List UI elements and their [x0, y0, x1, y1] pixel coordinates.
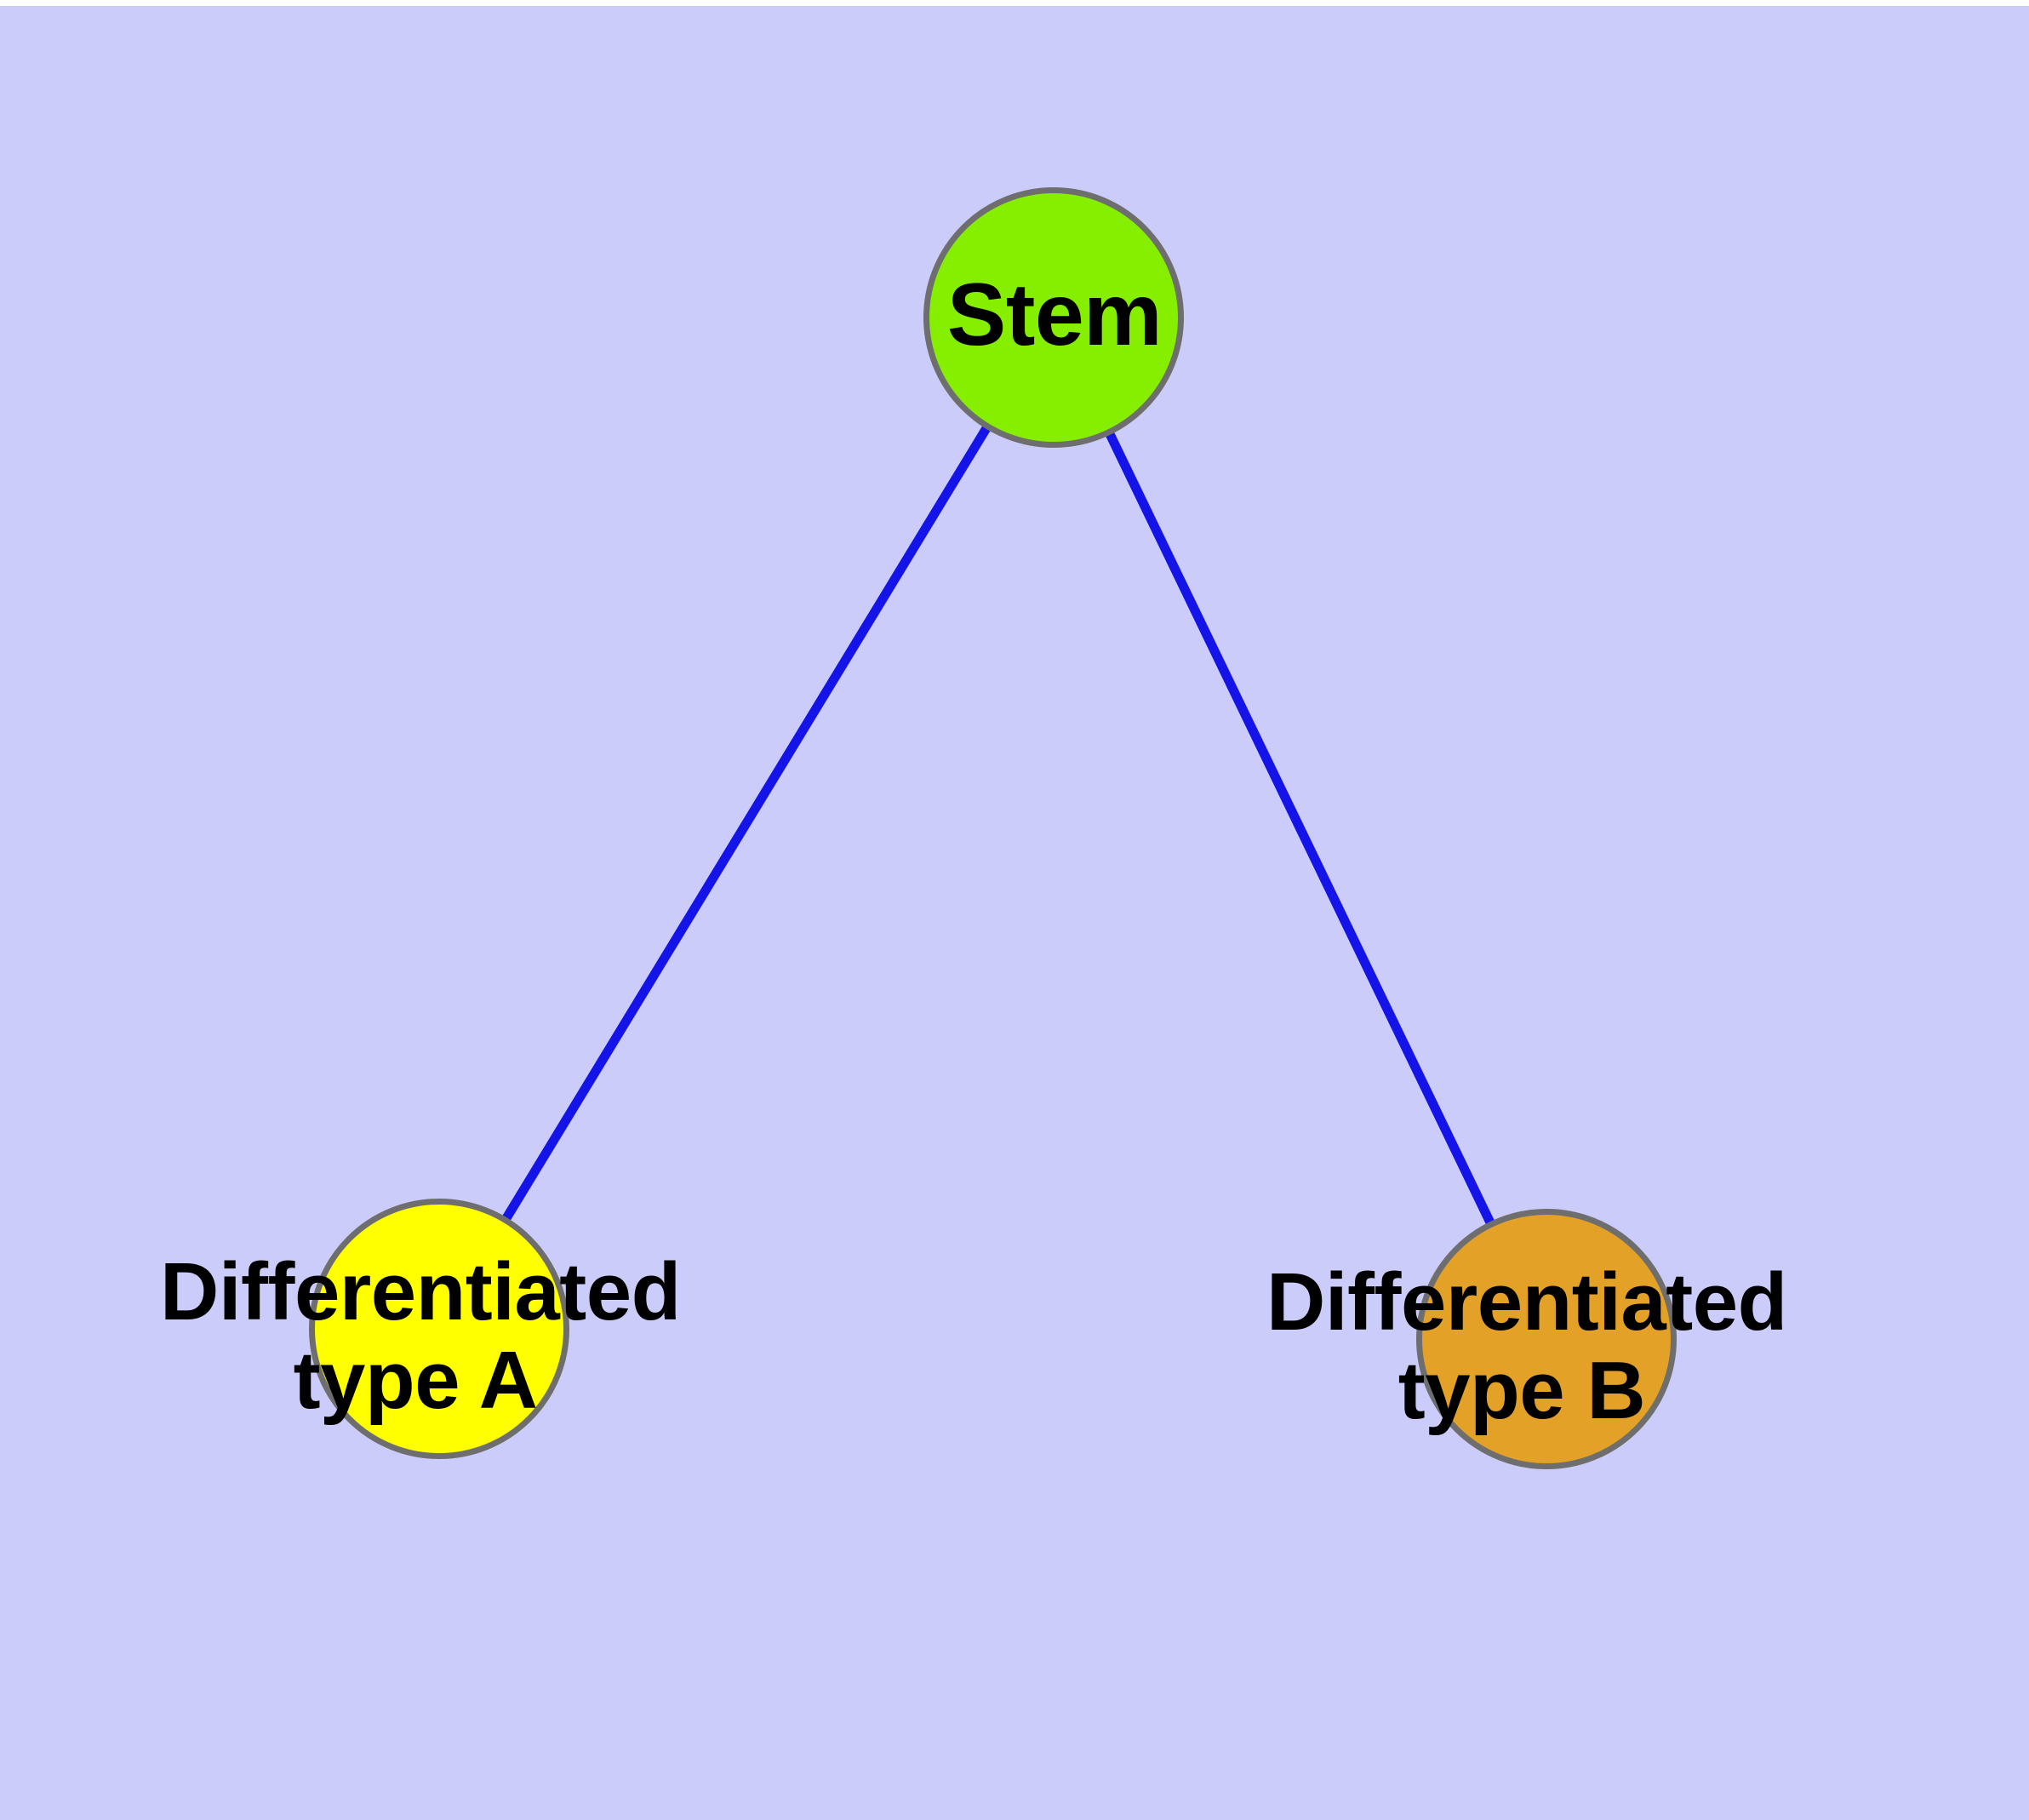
node-label-differentiated-type-a: Differentiated type A: [160, 1246, 681, 1426]
node-differentiated-type-b[interactable]: [1416, 1209, 1677, 1469]
node-differentiated-type-a[interactable]: [309, 1199, 569, 1459]
node-label-stem: Stem: [946, 266, 1163, 364]
node-label-differentiated-type-b: Differentiated type B: [1266, 1256, 1787, 1436]
edge-stem-to-differentiated-type-b[interactable]: [1049, 315, 1551, 1342]
top-border-strip: [0, 0, 2029, 6]
edge-stem-to-differentiated-type-a[interactable]: [435, 315, 1058, 1331]
node-stem[interactable]: [923, 187, 1184, 448]
